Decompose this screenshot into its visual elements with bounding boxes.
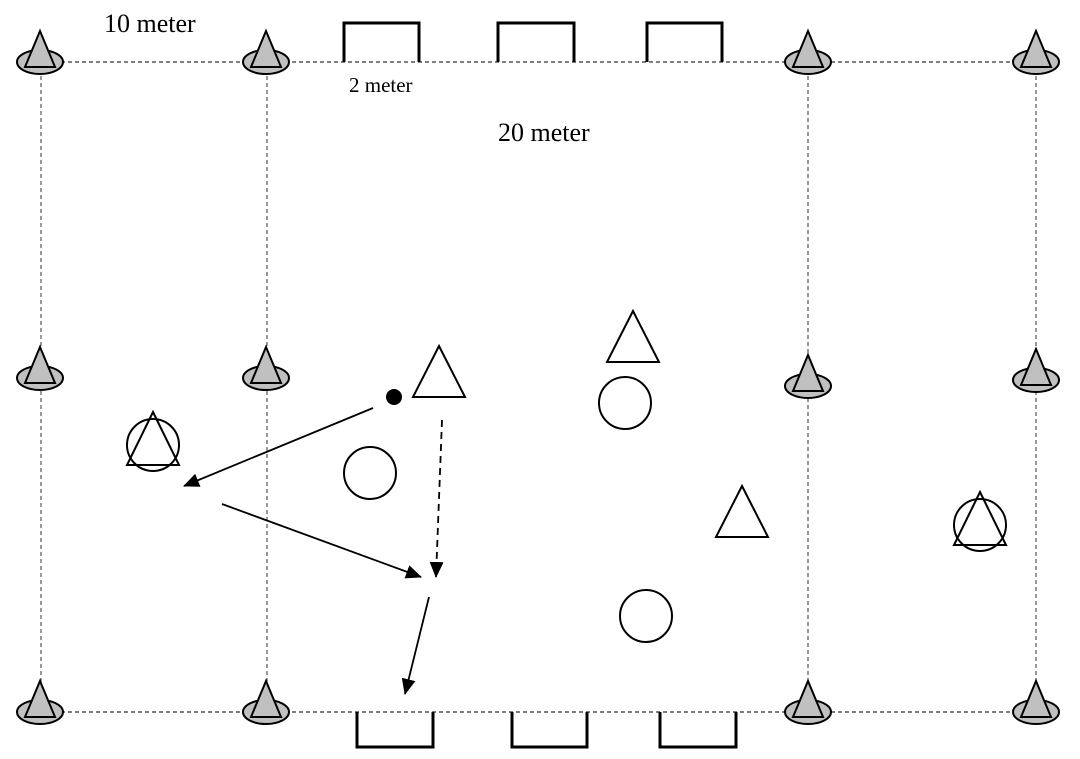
cone-icon: [1012, 678, 1060, 725]
top-goals: [342, 21, 724, 62]
goal-top-1: [342, 21, 421, 62]
cone-icon: [242, 344, 290, 391]
cone-icon: [784, 678, 832, 725]
cone-icon: [242, 678, 290, 725]
cone-icon: [16, 678, 64, 725]
width-label: 10 meter: [104, 9, 196, 38]
ball-icon: [386, 389, 402, 405]
player-circle-icon: [619, 589, 673, 643]
goal-top-3: [645, 21, 724, 62]
cone-icon: [16, 28, 64, 75]
pass-arrow: [401, 596, 430, 695]
goal-bottom-3: [658, 712, 738, 749]
field-boundaries: [40, 61, 1036, 713]
run-arrow-dashed: [429, 419, 444, 578]
cone-icon: [16, 344, 64, 391]
goal-bottom-1: [355, 712, 435, 749]
movement-arrows: [183, 407, 444, 695]
players: [125, 308, 1008, 643]
cone-icon: [784, 352, 832, 399]
pass-arrow: [183, 407, 374, 487]
zone-lines: [40, 62, 1037, 712]
goal-width-label: 2 meter: [349, 73, 413, 97]
neutral-player-icon: [952, 489, 1008, 552]
player-circle-icon: [598, 376, 652, 430]
player-triangle-icon: [605, 308, 661, 363]
goal-top-2: [496, 21, 576, 62]
cones: [16, 28, 1060, 725]
neutral-player-icon: [125, 409, 181, 472]
cone-icon: [242, 28, 290, 75]
player-triangle-icon: [714, 483, 770, 538]
pass-arrow: [221, 503, 422, 579]
player-triangle-icon: [411, 343, 467, 398]
cone-icon: [1012, 28, 1060, 75]
goal-bottom-2: [510, 712, 589, 749]
cone-icon: [784, 28, 832, 75]
cone-icon: [1012, 346, 1060, 393]
player-circle-icon: [343, 446, 397, 500]
length-label: 20 meter: [498, 118, 590, 147]
bottom-goals: [355, 712, 738, 749]
